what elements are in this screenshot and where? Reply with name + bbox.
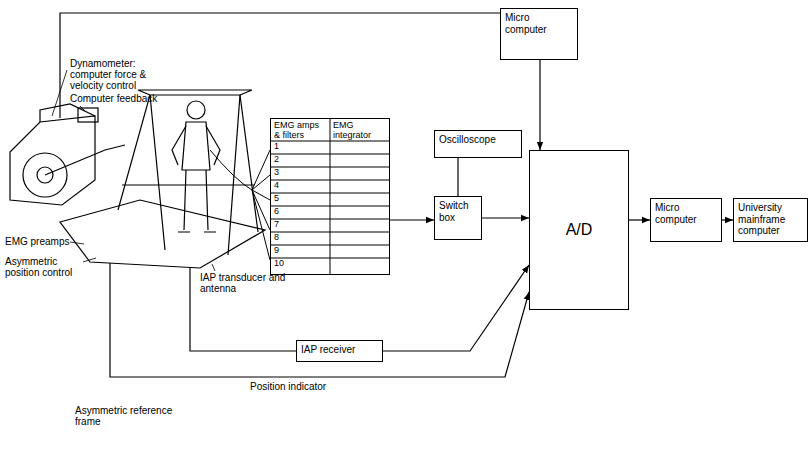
subject-figure <box>172 101 220 232</box>
oscilloscope-box: Oscilloscope <box>434 130 522 158</box>
channel-number: 6 <box>274 207 294 217</box>
signal-arrow <box>539 60 540 150</box>
box-label: EMG integrator <box>330 119 389 143</box>
signal-arrow <box>457 158 458 196</box>
part-label: Computer feedback <box>70 93 180 104</box>
box-label: IAP receiver <box>301 344 378 356</box>
reference-frame-drawing <box>60 90 265 268</box>
channel-number: 8 <box>274 233 294 243</box>
emg-table: EMG amps & filtersEMG integrator <box>270 118 390 275</box>
iap-wire <box>190 268 296 351</box>
figure-caption: Asymmetric reference frame <box>75 405 175 427</box>
emg-cable <box>210 150 270 260</box>
channel-number: 1 <box>274 142 294 152</box>
part-label: Asymmetric position control <box>5 256 85 278</box>
signal-arrow <box>383 265 529 351</box>
channel-number: 7 <box>274 220 294 230</box>
dynamometer-wire <box>60 13 500 118</box>
signal-arrow <box>629 219 650 220</box>
part-label: IAP transducer and antenna <box>200 272 288 294</box>
part-label: Dynamometer: computer force & velocity c… <box>70 58 180 91</box>
channel-number: 10 <box>274 259 294 269</box>
box-label: EMG amps & filters <box>271 119 330 143</box>
position-wire <box>110 263 529 377</box>
box-label: Micro computer <box>655 202 717 225</box>
box-label: A/D <box>566 221 593 239</box>
channel-number: 4 <box>274 181 294 191</box>
emg-table-grid <box>270 118 390 275</box>
computer-box: Micro computer <box>500 8 578 60</box>
channel-number: 5 <box>274 194 294 204</box>
box-label: Oscilloscope <box>439 134 517 146</box>
feedback-monitor <box>78 108 98 122</box>
box-label: University mainframe computer <box>738 202 803 237</box>
receiver-box: IAP receiver <box>296 340 383 362</box>
channel-number: 3 <box>274 168 294 178</box>
converter-box: A/D <box>529 150 629 310</box>
switch-box: Switch box <box>434 196 482 240</box>
signal-label: Position indicator <box>250 381 370 392</box>
signal-arrow <box>482 217 529 218</box>
signal-wires <box>60 13 529 377</box>
part-label: EMG preamps <box>5 236 75 247</box>
leader-lines <box>52 70 215 271</box>
channel-number: 9 <box>274 246 294 256</box>
mainframe-box: University mainframe computer <box>733 198 808 242</box>
signal-arrow <box>390 219 434 220</box>
channel-number: 2 <box>274 155 294 165</box>
box-label: Micro computer <box>505 12 573 35</box>
signal-arrow <box>722 219 733 220</box>
dynamometer-drawing <box>10 104 125 205</box>
box-label: Switch box <box>439 200 477 223</box>
computer-box: Micro computer <box>650 198 722 242</box>
